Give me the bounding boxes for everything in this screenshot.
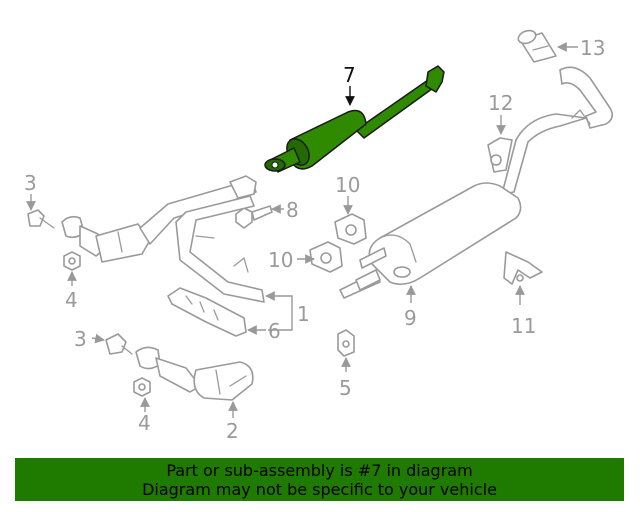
callout-label-2: 2: [226, 419, 239, 443]
banner-line-2: Diagram may not be specific to your vehi…: [142, 480, 497, 499]
callout-11: 11: [511, 285, 536, 338]
banner-line-1: Part or sub-assembly is #7 in diagram: [166, 461, 473, 480]
hanger-bracket-part-12: [487, 137, 513, 173]
callout-label-1: 1: [297, 302, 310, 326]
callout-label-11: 11: [511, 314, 536, 338]
exhaust-tip-part-13: [517, 29, 557, 63]
callout-label-3-lower: 3: [74, 327, 87, 351]
callout-label-6: 6: [268, 319, 281, 343]
callout-9: 9: [404, 285, 417, 330]
callout-8: 8: [271, 198, 299, 222]
stud-part-3-upper: [27, 209, 55, 229]
callout-2: 2: [226, 401, 239, 443]
callout-label-10-lower: 10: [268, 248, 293, 272]
callout-label-10-upper: 10: [335, 173, 360, 197]
callout-12: 12: [488, 91, 513, 135]
callout-6: 6: [247, 319, 281, 343]
callout-10-upper: 10: [335, 173, 360, 215]
callout-5: 5: [339, 357, 352, 400]
callout-label-8: 8: [286, 198, 299, 222]
callout-label-9: 9: [404, 306, 417, 330]
callout-label-12: 12: [488, 91, 513, 115]
callout-label-3-upper: 3: [24, 171, 37, 195]
callout-3-lower: 3: [74, 327, 105, 351]
callout-4-lower: 4: [138, 397, 151, 435]
callout-13: 13: [557, 36, 605, 60]
callout-3-upper: 3: [24, 171, 37, 211]
bracket-part-11: [503, 251, 543, 285]
callout-label-4-lower: 4: [138, 411, 151, 435]
heat-shield-part-6: [167, 287, 247, 337]
callout-1: 1: [265, 291, 310, 331]
callout-4-upper: 4: [65, 271, 78, 312]
callout-label-13: 13: [580, 36, 605, 60]
bolt-part-8: [235, 205, 273, 229]
insulator-part-10-upper: [334, 213, 367, 245]
callout-10-lower: 10: [268, 248, 315, 272]
stud-part-3-lower: [105, 333, 133, 355]
info-banner: Part or sub-assembly is #7 in diagram Di…: [15, 458, 624, 501]
nut-part-4-lower: [133, 377, 151, 397]
callout-label-4-upper: 4: [65, 288, 78, 312]
callout-7: 7: [343, 63, 356, 106]
resonator-part-7: [264, 65, 445, 173]
insulator-part-10-lower: [309, 241, 343, 273]
nut-part-4-upper: [63, 251, 81, 271]
rear-muffler-part-9: [339, 182, 522, 299]
catalytic-converter-part-2: [135, 346, 254, 401]
tailpipe: [501, 66, 614, 195]
callout-label-5: 5: [339, 376, 352, 400]
callout-label-7: 7: [343, 63, 356, 87]
front-pipe-part-1: [175, 195, 265, 303]
upper-catalytic-converter: [61, 175, 257, 263]
bracket-part-5: [337, 329, 355, 357]
